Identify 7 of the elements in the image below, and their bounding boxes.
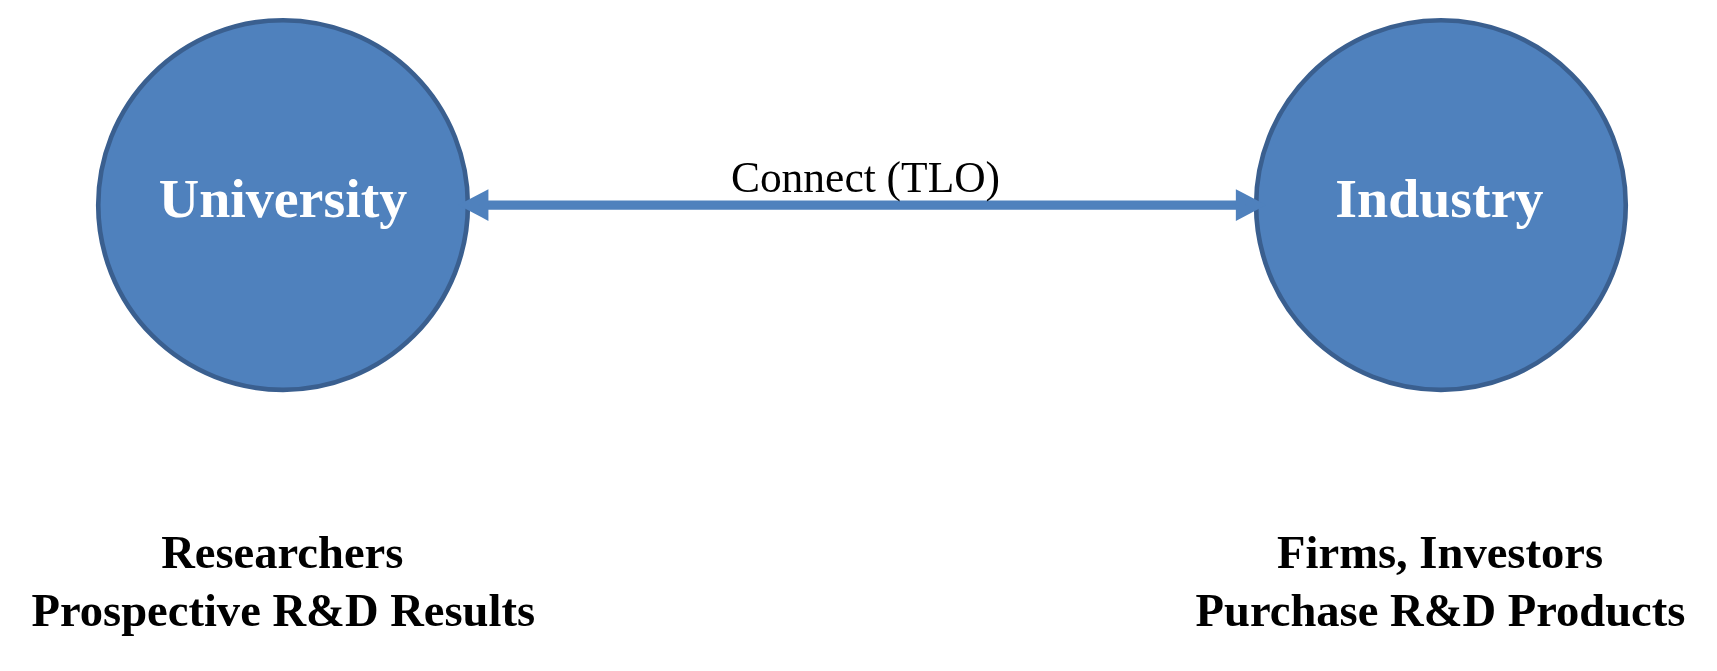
node-label: Firms, Investors — [1277, 526, 1604, 579]
node-label: Prospective R&D Results — [31, 583, 536, 636]
node-label: Researchers — [161, 526, 404, 579]
node-label: Purchase R&D Products — [1195, 583, 1686, 636]
edge-label: Connect (TLO) — [730, 152, 1001, 201]
node-circle: Industry — [1253, 17, 1629, 393]
node-circle: University — [95, 17, 471, 393]
